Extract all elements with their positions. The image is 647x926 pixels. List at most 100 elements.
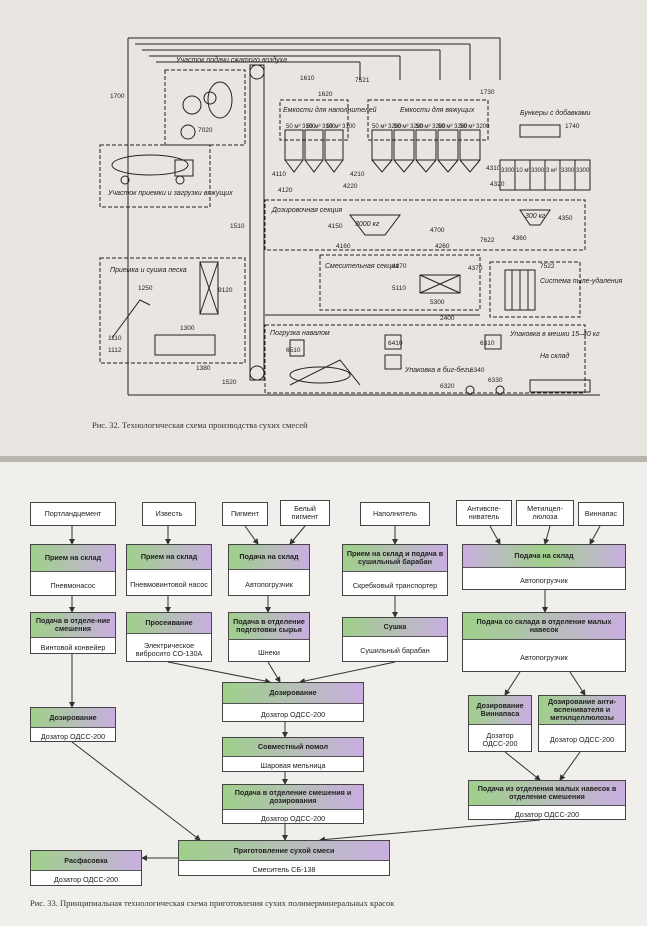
num-label: 6330 [488, 377, 503, 384]
step-title: Подача в отделе-ние смешения [31, 613, 115, 638]
num-label: 1740 [565, 123, 580, 130]
label-additive-bunkers: Бункеры с добавками [520, 109, 591, 117]
step-supply-additives: Подача на склад Автопогрузчик [462, 544, 626, 590]
num-label: 1620 [318, 91, 333, 98]
step-equipment: Смеситель СБ-138 [252, 865, 316, 875]
num-label: 1700 [110, 93, 125, 100]
label-dose-300: 300 кг [525, 213, 546, 220]
step-grinding: Совместный помол Шаровая мельница [222, 737, 364, 772]
bunker-additive-4: 3 м³ [546, 168, 557, 174]
step-to-mixing: Подача в отделе-ние смешения Винтовой ко… [30, 612, 116, 654]
step-title: Подача из отделения малых навесок в отде… [469, 781, 625, 806]
label-bulk-loading: Погрузка навалом [270, 330, 330, 337]
num-label: 5110 [392, 285, 406, 292]
label-sand-drying: Приемка и сушка песка [110, 267, 187, 274]
step-receive-filler: Прием на склад и подача в сушильный бара… [342, 544, 448, 596]
num-label: 4210 [350, 171, 365, 178]
process-scheme-diagram: Участок подачи сжатого воздуха Участок п… [99, 37, 623, 396]
step-title: Приготовление сухой смеси [179, 841, 389, 861]
step-equipment: Автопогрузчик [245, 579, 293, 589]
bunker-additive-3: 3300 [531, 168, 545, 174]
num-label: 5300 [430, 299, 445, 306]
num-label: 7020 [198, 127, 213, 134]
step-title: Подача в отделение подготовки сырья [229, 613, 309, 640]
step-title: Подача на склад [229, 545, 309, 570]
step-title: Подача в отделение смешения и дозировани… [223, 785, 363, 810]
step-equipment: Автопогрузчик [520, 575, 568, 585]
flow-arrows [69, 525, 601, 861]
num-label: 1110 [108, 335, 122, 342]
tank-binder-3: 50 м³ 3200 [416, 124, 446, 130]
tank-filler-2: 50 м³ 3100 [306, 124, 336, 130]
figure-33-caption: Рис. 33. Принципиальная технологическая … [30, 898, 395, 908]
page-figure-33: Портландцемент Известь Пигмент Белый пиг… [0, 462, 647, 926]
num-label: 1520 [222, 379, 237, 386]
num-label: 4350 [558, 215, 573, 222]
step-title: Прием на склад [31, 545, 115, 572]
tank-binder-1: 50 м³ 3200 [372, 124, 402, 130]
num-label: 1730 [480, 89, 495, 96]
step-small-to-mixing: Подача из отделения малых навесок в отде… [468, 780, 626, 820]
tank-binder-5: 50 м³ 3200 [460, 124, 490, 130]
step-drying: Сушка Сушильный барабан [342, 617, 448, 662]
step-title: Прием на склад и подача в сушильный бара… [343, 545, 447, 572]
step-title: Дозирование [223, 683, 363, 704]
source-methylcellulose: Метилцел-люлоза [516, 500, 574, 526]
num-label: 1112 [108, 347, 122, 354]
num-label: 7622 [480, 237, 495, 244]
num-label: 6510 [286, 347, 301, 354]
step-title: Расфасовка [31, 851, 141, 871]
step-equipment: Дозатор ОДСС-200 [53, 875, 119, 885]
label-dust-removal: Система пыле-удаления [540, 277, 623, 285]
step-title: Дозирование анти-вспенивателя и метилцел… [539, 696, 625, 725]
step-small-batch: Подача со склада в отделение малых навес… [462, 612, 626, 672]
step-equipment: Шнеки [258, 647, 280, 657]
num-label: 4170 [392, 263, 407, 270]
label-to-warehouse: На склад [540, 352, 570, 360]
step-dosing-vinnapas: Дозирование Виннапаса Дозатор ОДСС-200 [468, 695, 532, 752]
num-label: 4260 [435, 243, 450, 250]
num-label: 1300 [180, 325, 195, 332]
label-mixing-section: Смесительная секция [325, 263, 399, 270]
num-label: 4160 [336, 243, 351, 250]
num-label: 7521 [355, 77, 370, 84]
step-equipment: Дозатор ОДСС-200 [514, 809, 580, 819]
label-bigbag-packing: Упаковка в биг-беги [404, 366, 472, 374]
step-equipment: Дозатор ОДСС-200 [549, 735, 615, 745]
step-title: Совместный помол [223, 738, 363, 757]
label-bag-packing: Упаковка в мешки 15–40 кг [509, 331, 600, 338]
source-portland-cement: Портландцемент [30, 502, 116, 526]
step-supply-pigment: Подача на склад Автопогрузчик [228, 544, 310, 596]
label-dose-3000: 3000 кг [355, 221, 380, 228]
label-binder-tanks: Емкости для вяжущих [400, 106, 475, 114]
step-title: Прием на склад [127, 545, 211, 570]
num-label: 1510 [230, 223, 245, 230]
step-dosing-portland: Дозирование Дозатор ОДСС-200 [30, 707, 116, 742]
source-lime: Известь [142, 502, 196, 526]
step-packing: Расфасовка Дозатор ОДСС-200 [30, 850, 142, 886]
step-equipment: Дозатор ОДСС-200 [482, 731, 518, 748]
step-equipment: Пневмовинтовой насос [130, 579, 208, 589]
num-label: 6410 [388, 340, 403, 347]
source-pigment: Пигмент [222, 502, 268, 526]
num-label: 4320 [490, 181, 505, 188]
step-title: Просеивание [127, 613, 211, 634]
step-title: Дозирование [31, 708, 115, 728]
num-label: 1250 [138, 285, 153, 292]
step-equipment: Дозатор ОДСС-200 [260, 813, 326, 823]
bunker-additive-2: 10 м³ [516, 168, 530, 174]
label-receiving-binders: Участок приемки и загрузки вяжущих [107, 190, 233, 197]
num-label: 4150 [328, 223, 343, 230]
num-label: 6310 [480, 340, 495, 347]
step-raw-prep: Подача в отделение подготовки сырья Шнек… [228, 612, 310, 662]
step-equipment: Автопогрузчик [520, 652, 568, 662]
label-compressed-air: Участок подачи сжатого воздуха [175, 56, 287, 64]
label-filler-tanks: Емкости для наполнителей [283, 106, 377, 114]
step-equipment: Шаровая мельница [260, 761, 326, 771]
page-figure-32: Участок подачи сжатого воздуха Участок п… [0, 0, 647, 458]
num-label: 9120 [218, 287, 233, 294]
num-label: 7522 [540, 263, 555, 270]
num-label: 4110 [272, 171, 286, 178]
step-equipment: Дозатор ОДСС-200 [260, 709, 326, 719]
source-antifoam: Антивспе-ниватель [456, 500, 512, 526]
